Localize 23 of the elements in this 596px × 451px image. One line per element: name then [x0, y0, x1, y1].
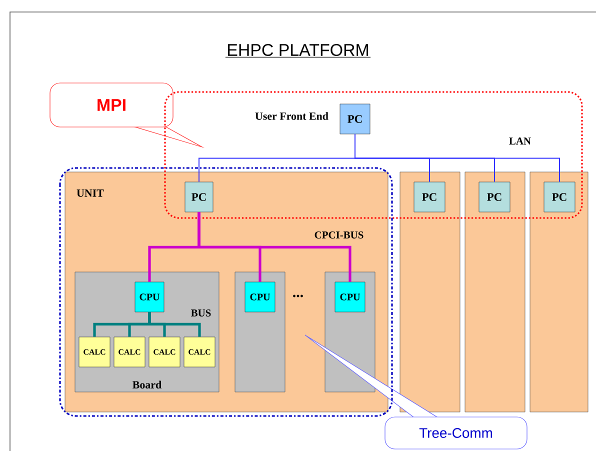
connector-line [198, 212, 352, 282]
pc-box: PC [414, 182, 446, 212]
connector-line [354, 134, 560, 182]
rack-box [464, 172, 526, 412]
rack-box [400, 172, 460, 412]
cpu-box: CPU [134, 282, 164, 312]
pc-box: PC [544, 182, 576, 212]
ellipsis: ... [293, 294, 303, 298]
node-label: Tree-Comm [419, 428, 492, 438]
cpu-box: CPU [334, 282, 366, 312]
node-caption: User Front End [255, 112, 328, 120]
pc-box: PC [184, 182, 214, 212]
pc-box: PC [478, 182, 510, 212]
callout-bubble: Tree-Comm [304, 334, 528, 450]
cpu-box: CPU [244, 282, 276, 312]
bus-label: CPCI-BUS [314, 231, 364, 239]
rack-box [530, 172, 588, 412]
title: EHPC PLATFORM [228, 44, 368, 56]
bus-label: BUS [191, 309, 211, 316]
pc-box: PC [340, 104, 370, 134]
connector-line [148, 312, 201, 337]
callout-bubble: MPI [50, 82, 205, 148]
network-label: LAN [509, 138, 531, 144]
